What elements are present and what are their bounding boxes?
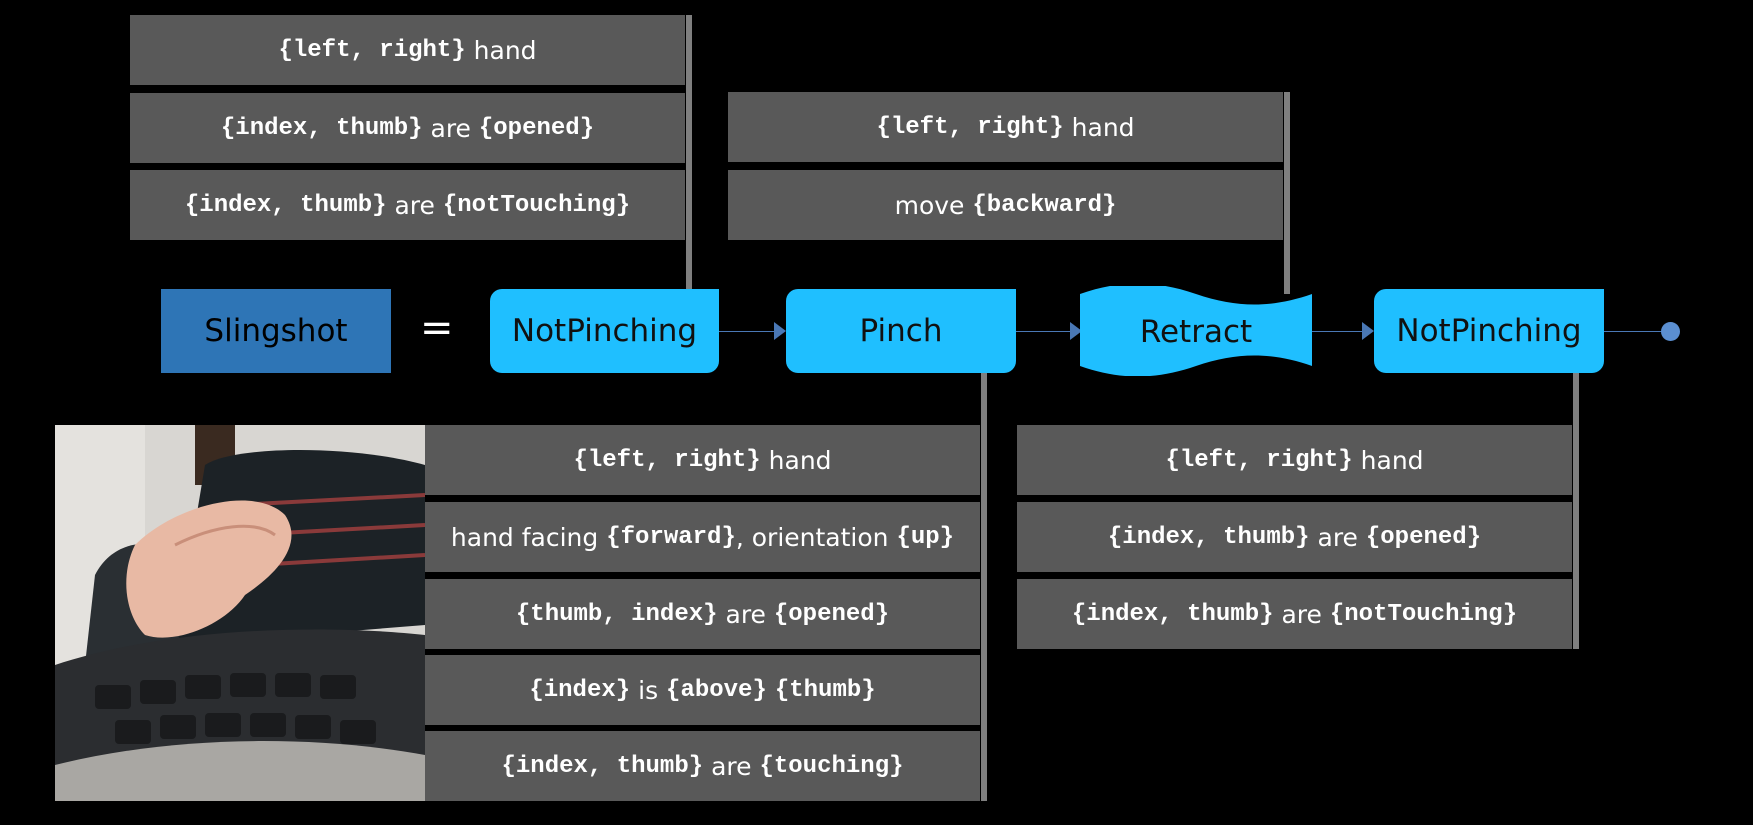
- condition-keyword: {thumb, index}: [515, 600, 718, 628]
- state-label: NotPinching: [511, 313, 698, 349]
- condition-keyword: {index, thumb}: [220, 114, 423, 142]
- condition-row: {left, right} hand: [425, 425, 980, 495]
- condition-keyword: {index, thumb}: [1071, 600, 1274, 628]
- transition-arrow: [719, 331, 776, 332]
- panel-connector: [1284, 92, 1290, 294]
- condition-text: are: [422, 113, 479, 143]
- condition-keyword: {thumb}: [774, 676, 876, 704]
- condition-keyword: {forward}: [606, 523, 736, 551]
- condition-text: are: [1273, 599, 1330, 629]
- condition-keyword: {backward}: [972, 191, 1117, 219]
- condition-keyword: {index, thumb}: [184, 191, 387, 219]
- condition-keyword: {above}: [666, 676, 767, 704]
- condition-row: hand facing {forward}, orientation {up}: [425, 502, 980, 572]
- condition-text: hand: [465, 35, 537, 65]
- condition-row: move {backward}: [728, 170, 1283, 240]
- condition-keyword: {left, right}: [278, 36, 466, 64]
- transition-arrow: [1016, 331, 1073, 332]
- condition-keyword: {touching}: [759, 752, 904, 780]
- condition-text: are: [703, 751, 760, 781]
- equals-sign: =: [420, 305, 454, 351]
- condition-keyword: {opened}: [773, 600, 890, 628]
- transition-arrow: [1604, 331, 1670, 332]
- condition-keyword: {index, thumb}: [501, 752, 704, 780]
- arrowhead: [1070, 322, 1082, 340]
- gesture-name: Slingshot: [204, 313, 348, 349]
- condition-text: are: [717, 599, 774, 629]
- state-retract: Retract: [1080, 286, 1312, 376]
- condition-row: {index, thumb} are {notTouching}: [130, 170, 685, 240]
- condition-text: , orientation: [735, 522, 897, 552]
- state-pinch: Pinch: [786, 289, 1016, 373]
- condition-text: are: [386, 190, 443, 220]
- condition-row: {index, thumb} are {opened}: [130, 93, 685, 163]
- condition-row: {index} is {above} {thumb}: [425, 655, 980, 725]
- arrowhead: [1362, 322, 1374, 340]
- condition-text: hand: [1352, 445, 1424, 475]
- end-dot: [1661, 322, 1680, 341]
- condition-keyword: {index}: [529, 676, 631, 704]
- state-label: Pinch: [859, 313, 943, 349]
- condition-text: is: [630, 675, 667, 705]
- condition-text: move: [894, 190, 973, 220]
- condition-row: {index, thumb} are {notTouching}: [1017, 579, 1572, 649]
- condition-keyword: {notTouching}: [442, 191, 631, 219]
- gesture-label: Slingshot: [161, 289, 391, 373]
- condition-row: {left, right} hand: [728, 92, 1283, 162]
- transition-arrow: [1312, 331, 1364, 332]
- condition-text: hand: [760, 445, 832, 475]
- state-not-pinching: NotPinching: [490, 289, 719, 373]
- condition-row: {left, right} hand: [1017, 425, 1572, 495]
- condition-row: {index, thumb} are {touching}: [425, 731, 980, 801]
- condition-text: hand: [1063, 112, 1135, 142]
- state-label: NotPinching: [1396, 313, 1582, 349]
- panel-connector: [686, 15, 692, 289]
- condition-keyword: {up}: [896, 523, 955, 551]
- condition-keyword: {notTouching}: [1329, 600, 1518, 628]
- state-not-pinching-final: NotPinching: [1374, 289, 1604, 373]
- condition-row: {left, right} hand: [130, 15, 685, 85]
- condition-keyword: {index, thumb}: [1107, 523, 1310, 551]
- hand-pinch-photo: [55, 425, 425, 801]
- condition-row: {thumb, index} are {opened}: [425, 579, 980, 649]
- panel-connector: [1573, 373, 1579, 649]
- condition-keyword: {left, right}: [1165, 446, 1353, 474]
- condition-text: are: [1309, 522, 1366, 552]
- condition-row: {index, thumb} are {opened}: [1017, 502, 1572, 572]
- condition-keyword: {left, right}: [876, 113, 1064, 141]
- condition-text: hand facing: [450, 522, 607, 552]
- state-label: Retract: [1140, 314, 1252, 350]
- condition-keyword: {opened}: [478, 114, 595, 142]
- panel-connector: [981, 373, 987, 801]
- arrowhead: [774, 322, 786, 340]
- condition-text: [767, 676, 775, 705]
- condition-keyword: {left, right}: [573, 446, 761, 474]
- condition-keyword: {opened}: [1365, 523, 1482, 551]
